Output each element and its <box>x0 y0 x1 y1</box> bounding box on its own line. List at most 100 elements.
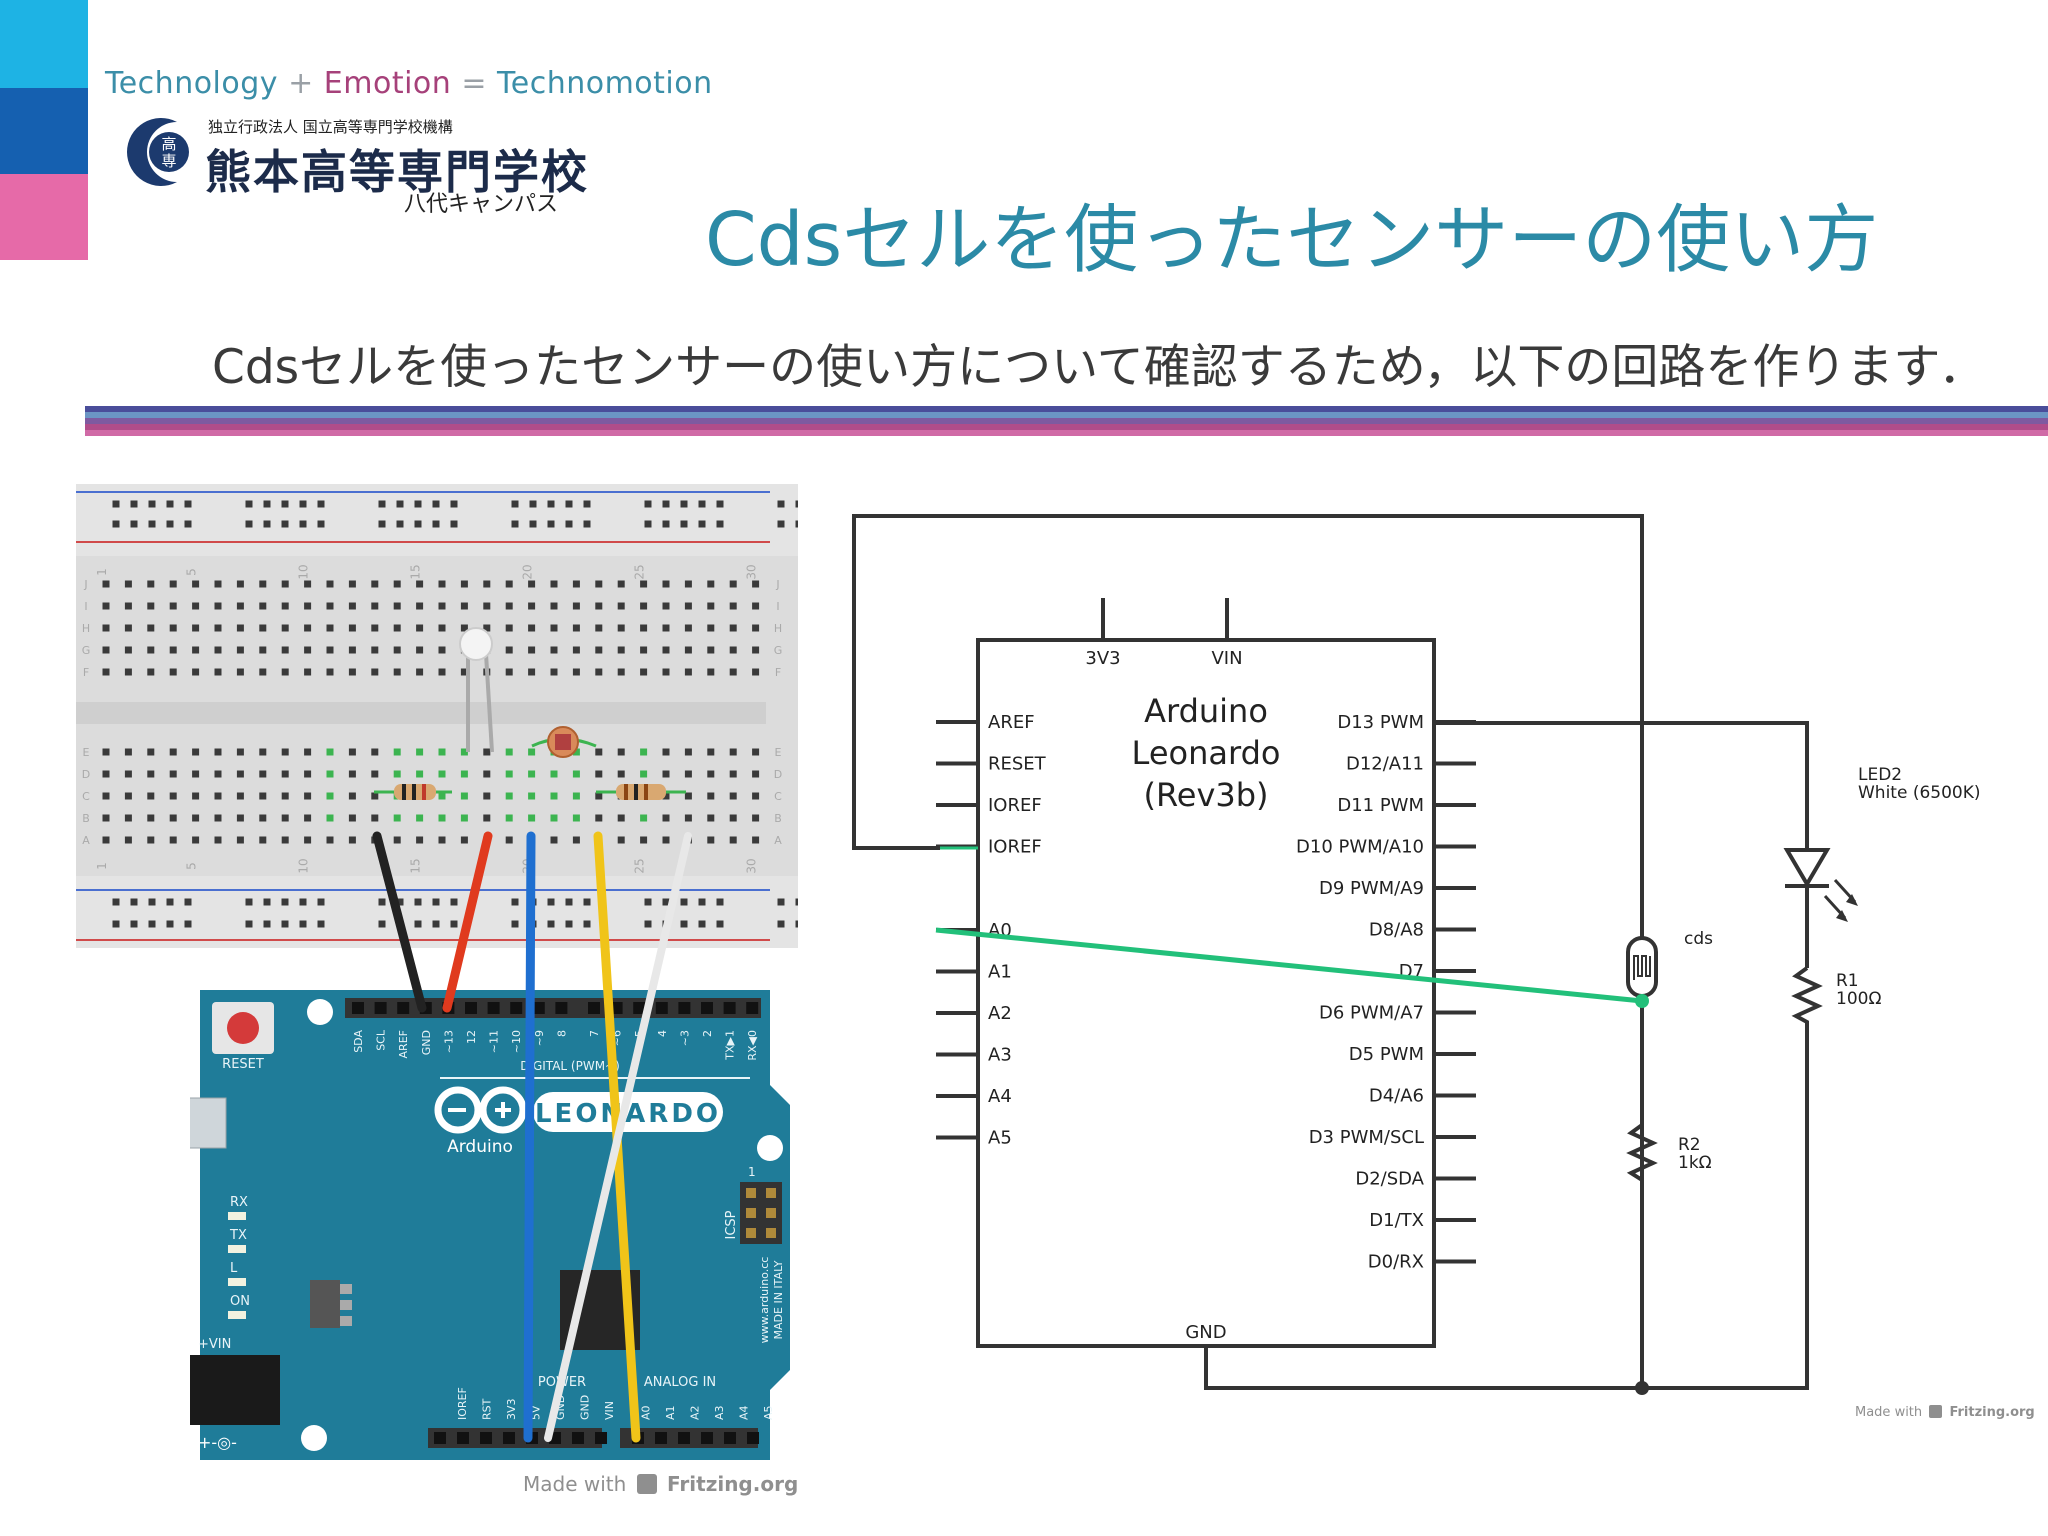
rail-hole <box>263 520 271 528</box>
breadboard-column-number: 10 <box>297 858 311 873</box>
breadboard-hole <box>550 646 558 654</box>
tagline: Technology + Emotion = Technomotion <box>105 66 713 101</box>
breadboard-hole <box>147 792 155 800</box>
rail-hole <box>644 500 652 508</box>
status-led-label: L <box>230 1261 238 1276</box>
breadboard-row-letter: I <box>776 600 779 613</box>
breadboard-hole <box>595 792 603 800</box>
breadboard-credit-made-with: Made with <box>523 1472 627 1496</box>
rail-hole <box>583 500 591 508</box>
breadboard-hole <box>550 602 558 610</box>
breadboard-hole <box>214 814 222 822</box>
breadboard-hole <box>640 624 648 632</box>
breadboard-hole <box>505 602 513 610</box>
rail-hole <box>148 500 156 508</box>
breadboard-hole <box>348 668 356 676</box>
rail-hole <box>777 520 785 528</box>
breadboard-column-number: 5 <box>185 862 199 870</box>
breadboard-hole <box>684 814 692 822</box>
rail-hole <box>680 520 688 528</box>
breadboard-row-letter: H <box>774 622 782 635</box>
logo-glyph-top: 高 <box>161 135 176 153</box>
breadboard-hole <box>752 668 760 676</box>
breadboard-hole <box>505 646 513 654</box>
rail-hole <box>662 520 670 528</box>
breadboard-hole <box>281 602 289 610</box>
cds-symbol-icon <box>1626 936 1658 998</box>
breadboard-hole <box>572 748 580 756</box>
r1-name: R1 <box>1836 971 1859 991</box>
breadboard-hole <box>214 646 222 654</box>
rail-hole <box>698 920 706 928</box>
rail-hole <box>795 520 798 528</box>
header-pin <box>746 1002 759 1014</box>
breadboard-hole <box>752 748 760 756</box>
header-top-label: ~11 <box>488 1030 501 1053</box>
breadboard-hole <box>169 668 177 676</box>
breadboard-hole <box>169 836 177 844</box>
rail-hole <box>317 898 325 906</box>
breadboard-hole <box>147 748 155 756</box>
rail-hole <box>112 520 120 528</box>
rail-hole <box>432 920 440 928</box>
rail-hole <box>450 500 458 508</box>
breadboard-hole <box>124 770 132 778</box>
breadboard-hole <box>752 770 760 778</box>
header-top-label: SCL <box>375 1029 388 1051</box>
header-top-label: GND <box>420 1030 433 1055</box>
breadboard-hole <box>438 602 446 610</box>
breadboard-hole <box>617 814 625 822</box>
breadboard-hole <box>438 646 446 654</box>
breadboard-hole <box>236 624 244 632</box>
status-led <box>228 1278 246 1286</box>
r2-value: 1kΩ <box>1678 1153 1712 1173</box>
breadboard-hole <box>192 792 200 800</box>
rail-hole <box>263 500 271 508</box>
breadboard-hole <box>528 748 536 756</box>
schematic-right-pin-label: D2/SDA <box>1355 1169 1424 1190</box>
breadboard-hole <box>304 646 312 654</box>
header-pin <box>532 1002 545 1014</box>
breadboard-hole <box>640 580 648 588</box>
breadboard-hole <box>236 770 244 778</box>
breadboard-hole <box>595 646 603 654</box>
breadboard-hole <box>348 770 356 778</box>
rail-hole <box>378 500 386 508</box>
arduino-chip-body <box>976 638 1436 1348</box>
breadboard-hole <box>752 814 760 822</box>
breadboard-hole <box>214 580 222 588</box>
breadboard-hole <box>752 836 760 844</box>
breadboard-hole <box>640 814 648 822</box>
led-symbol-icon <box>1783 810 1858 968</box>
rail-hole <box>263 898 271 906</box>
breadboard-column-number: 15 <box>409 564 423 579</box>
tagline-technomotion: Technomotion <box>497 66 713 101</box>
schematic-right-pin-label: D9 PWM/A9 <box>1319 878 1424 899</box>
rail-hole <box>317 520 325 528</box>
breadboard-row-letter: E <box>775 746 782 759</box>
breadboard-hole <box>617 770 625 778</box>
r2-symbol-icon <box>1626 1123 1658 1215</box>
campus-name: 八代キャンパス <box>404 192 559 217</box>
breadboard-hole <box>550 792 558 800</box>
breadboard-hole <box>617 646 625 654</box>
status-led <box>228 1311 246 1319</box>
arduino-brand: Arduino <box>447 1137 513 1157</box>
rail-hole <box>511 898 519 906</box>
breadboard-row-letter: H <box>82 622 90 635</box>
breadboard-hole <box>259 792 267 800</box>
breadboard-hole <box>460 770 468 778</box>
divider-stripes <box>85 406 2048 438</box>
top-pin-vin: VIN <box>1211 648 1242 669</box>
breadboard-hole <box>505 624 513 632</box>
rail-hole <box>698 520 706 528</box>
breadboard-hole <box>752 646 760 654</box>
breadboard-hole <box>460 602 468 610</box>
rail-hole <box>777 920 785 928</box>
breadboard-hole <box>528 792 536 800</box>
rail-hole <box>547 520 555 528</box>
slide-title: Cdsセルを使ったセンサーの使い方 <box>705 197 1879 283</box>
breadboard-hole <box>684 602 692 610</box>
